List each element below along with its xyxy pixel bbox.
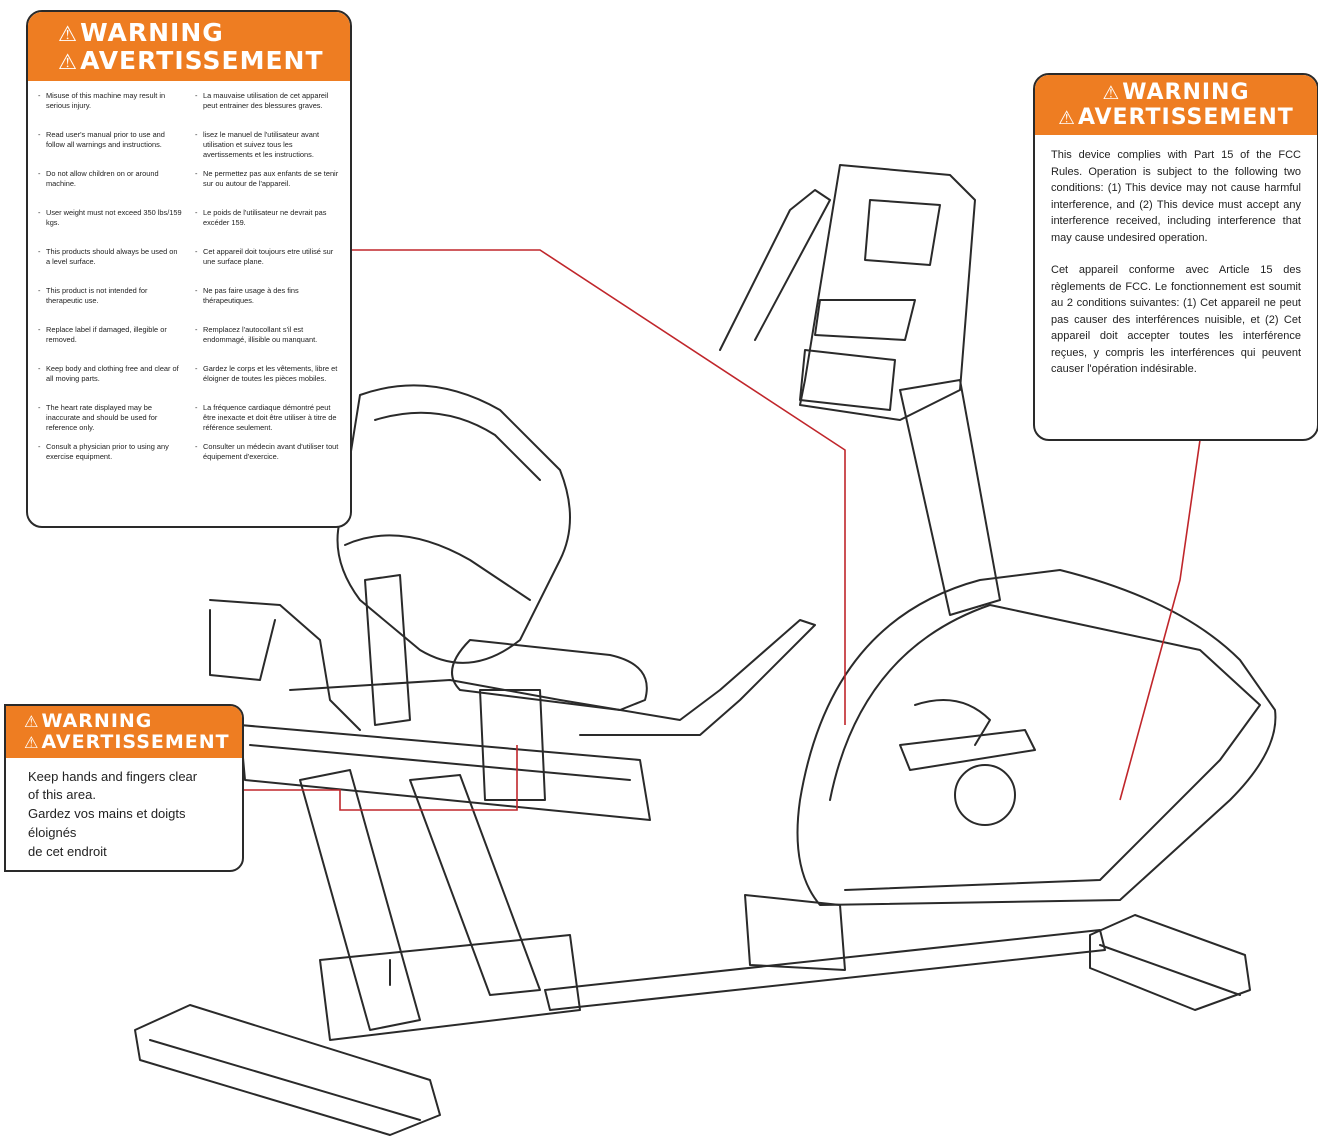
list-item: Remplacez l'autocollant s'il est endomma… [195,325,340,364]
list-item: Cet appareil doit toujours etre utilisé … [195,247,340,286]
hands-text-line2: of this area. [28,787,96,803]
rear-upright [299,769,421,1031]
list-item: Consulter un médecin avant d'utiliser to… [195,442,340,481]
general-warning-header: ⚠WARNING ⚠AVERTISSEMENT [28,12,350,81]
list-item: lisez le manuel de l'utilisateur avant u… [195,130,340,169]
list-item: Ne pas faire usage à des fins thérapeuti… [195,286,340,325]
hands-warning-header: ⚠WARNING ⚠AVERTISSEMENT [6,706,242,758]
fcc-text-en: This device complies with Part 15 of the… [1051,149,1301,244]
seat-rail [239,724,651,821]
leader-hands [244,745,518,811]
hands-text-line4: de cet endroit [28,843,107,859]
general-items-en: Misuse of this machine may result in ser… [38,91,183,481]
console [799,164,976,421]
fcc-warning-label: ⚠WARNING ⚠AVERTISSEMENT This device comp… [1033,73,1318,441]
fcc-warning-header: ⚠WARNING ⚠AVERTISSEMENT [1035,75,1317,136]
flywheel-housing [796,569,1277,906]
hands-text-line1: Keep hands and fingers clear [28,768,198,784]
list-item: Replace label if damaged, illegible or r… [38,325,183,364]
list-item: La fréquence cardiaque démontré peut êtr… [195,403,340,442]
list-item: Consult a physician prior to using any e… [38,442,183,481]
general-title-fr: AVERTISSEMENT [80,46,324,75]
list-item: This product is not intended for therape… [38,286,183,325]
list-item: La mauvaise utilisation de cet appareil … [195,91,340,130]
list-item: Keep body and clothing free and clear of… [38,364,183,403]
list-item: The heart rate displayed may be inaccura… [38,403,183,442]
hands-text-line3: Gardez vos mains et doigts éloignés [28,806,186,841]
leader-general [352,249,846,725]
rear-stabilizer [134,1004,441,1136]
general-items-fr: La mauvaise utilisation de cet appareil … [195,91,340,481]
list-item: Le poids de l'utilisateur ne devrait pas… [195,208,340,247]
list-item: Do not allow children on or around machi… [38,169,183,208]
warning-triangle-icon: ⚠ [58,22,79,47]
seat-bottom [451,639,648,711]
side-handlebar [209,599,361,731]
warning-triangle-icon: ⚠ [24,733,40,753]
warning-triangle-icon: ⚠ [1102,83,1121,104]
front-stabilizer [1089,914,1251,1011]
hands-title-fr: AVERTISSEMENT [41,731,230,754]
fcc-title-fr: AVERTISSEMENT [1077,104,1294,130]
main-beam [544,929,1106,1011]
general-title-en: WARNING [80,18,224,47]
pedal-wheel [954,764,1016,826]
leader-fcc [1119,439,1201,801]
list-item: Read user's manual prior to use and foll… [38,130,183,169]
pedal [899,729,1036,771]
hands-title-en: WARNING [41,710,153,732]
warning-triangle-icon: ⚠ [24,712,40,731]
seat-back [336,384,571,664]
hands-warning-label: ⚠WARNING ⚠AVERTISSEMENT Keep hands and f… [4,704,244,872]
warning-triangle-icon: ⚠ [58,50,79,75]
list-item: This products should always be used on a… [38,247,183,286]
console-mast [899,379,1001,616]
list-item: Ne permettez pas aux enfants de se tenir… [195,169,340,208]
general-warning-label: ⚠WARNING ⚠AVERTISSEMENT Misuse of this m… [26,10,352,528]
fcc-title-en: WARNING [1122,80,1250,105]
list-item: Misuse of this machine may result in ser… [38,91,183,130]
fcc-text-fr: Cet appareil conforme avec Article 15 de… [1051,264,1301,376]
list-item: User weight must not exceed 350 lbs/159 … [38,208,183,247]
list-item: Gardez le corps et les vêtements, libre … [195,364,340,403]
warning-triangle-icon: ⚠ [1058,107,1076,129]
